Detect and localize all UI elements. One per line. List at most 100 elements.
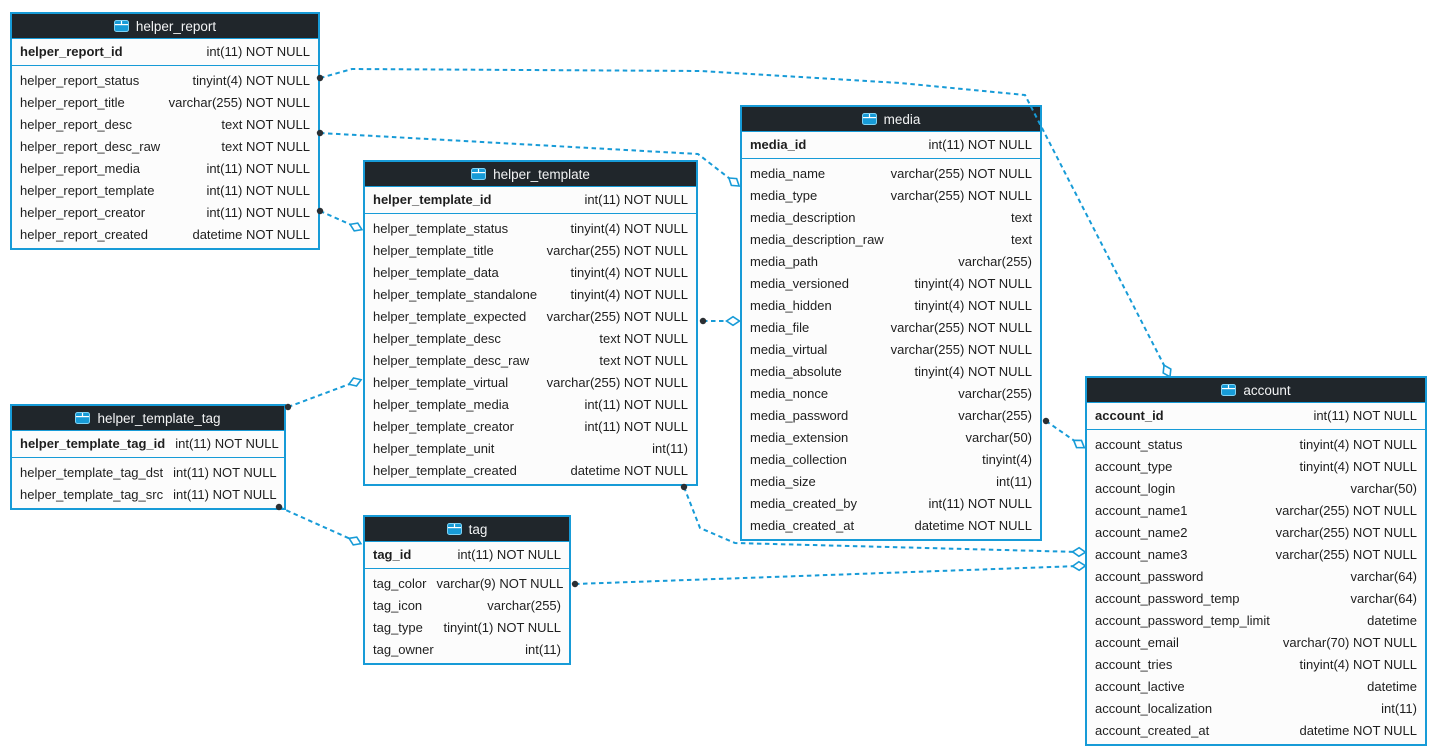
column-name: helper_report_desc — [20, 116, 133, 132]
table-header-tag[interactable]: tag — [365, 517, 569, 542]
relation-media-account[interactable] — [1042, 417, 1087, 451]
relation-helper_report-helper_template[interactable] — [316, 207, 364, 234]
table-title: helper_template_tag — [97, 410, 221, 426]
relation-helper_template_tag-tag[interactable] — [275, 503, 363, 548]
relation-tag-account[interactable] — [571, 560, 1087, 588]
table-helper_template_tag[interactable]: helper_template_tag helper_template_tag_i… — [10, 404, 286, 510]
column-name: helper_template_tag_id — [20, 436, 166, 451]
column-name: helper_report_status — [20, 72, 140, 88]
table-header-helper_template[interactable]: helper_template — [365, 162, 696, 187]
column-row[interactable]: helper_report_status tinyint(4) NOT NULL — [12, 69, 318, 91]
column-type: datetime NOT NULL — [1299, 722, 1417, 738]
column-type: datetime — [1367, 612, 1417, 628]
column-name: account_email — [1095, 634, 1179, 650]
column-name: media_size — [750, 473, 816, 489]
column-name: media_description — [750, 209, 856, 225]
table-header-helper_report[interactable]: helper_report — [12, 14, 318, 39]
column-type: varchar(255) NOT NULL — [1275, 524, 1417, 540]
column-type: tinyint(4) NOT NULL — [570, 286, 688, 302]
column-type: int(11) NOT NULL — [457, 547, 561, 562]
table-header-account[interactable]: account — [1087, 378, 1425, 403]
column-type: datetime NOT NULL — [192, 226, 310, 242]
relation-helper_template_tag-helper_template[interactable] — [284, 376, 363, 411]
table-title: helper_report — [135, 18, 217, 34]
relation-helper_template-media[interactable] — [699, 315, 741, 327]
column-type: int(11) NOT NULL — [175, 436, 279, 451]
table-header-helper_template_tag[interactable]: helper_template_tag — [12, 406, 284, 431]
table-header-media[interactable]: media — [742, 107, 1040, 132]
primary-key-row[interactable]: helper_template_tag_id int(11) NOT NULL — [12, 431, 284, 458]
column-type: tinyint(4) NOT NULL — [192, 72, 310, 88]
column-name: media_description_raw — [750, 231, 884, 247]
